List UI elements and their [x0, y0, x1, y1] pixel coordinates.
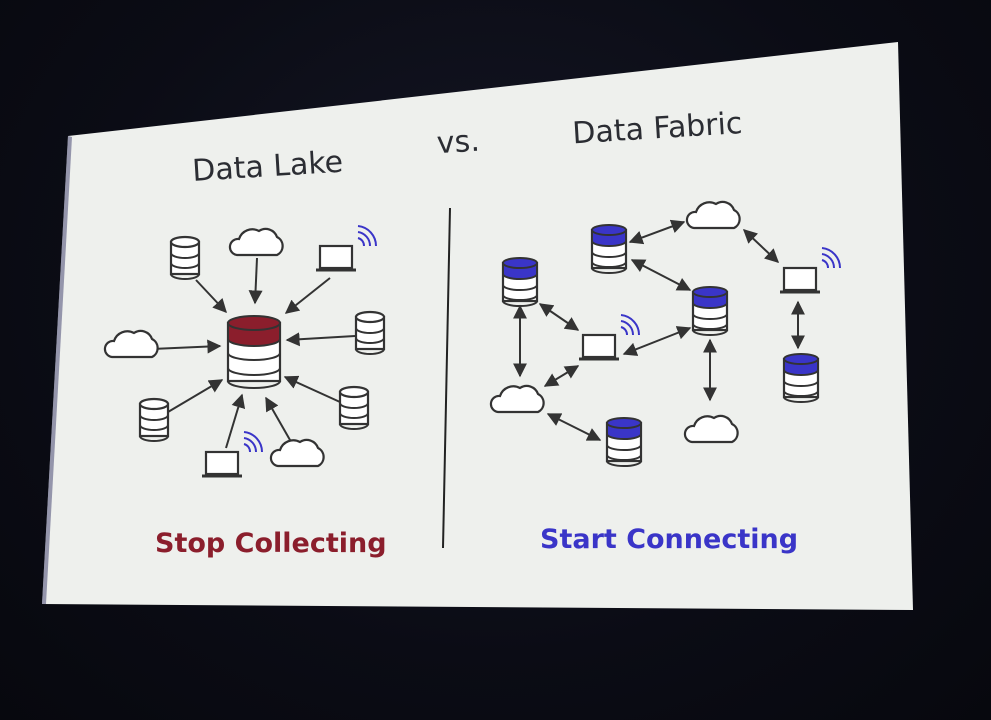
- fabric-database-icon-top: [590, 223, 628, 275]
- data-fabric-diagram: [489, 200, 842, 468]
- lake-database-icon-right: [354, 310, 386, 356]
- lake-hub-database-icon: [226, 315, 282, 389]
- lake-edges: [151, 257, 356, 449]
- fabric-edges: [513, 219, 805, 441]
- vs-label: vs.: [436, 124, 481, 162]
- fabric-database-icon-right: [782, 352, 820, 404]
- fabric-database-icon-bottom: [605, 416, 643, 468]
- lake-database-icon-bottom-left: [138, 397, 170, 443]
- stop-collecting-caption: Stop Collecting: [155, 528, 387, 559]
- start-connecting-caption: Start Connecting: [540, 524, 798, 555]
- data-lake-diagram: [103, 224, 386, 478]
- lake-database-icon-bottom-right: [338, 385, 370, 431]
- fabric-database-icon-left: [501, 256, 539, 308]
- slide-divider: [442, 207, 451, 549]
- fabric-database-icon-center: [691, 285, 729, 337]
- slide-background: [42, 42, 913, 610]
- slide-edge-shadow: [42, 136, 72, 604]
- lake-database-icon-top-left: [169, 235, 201, 281]
